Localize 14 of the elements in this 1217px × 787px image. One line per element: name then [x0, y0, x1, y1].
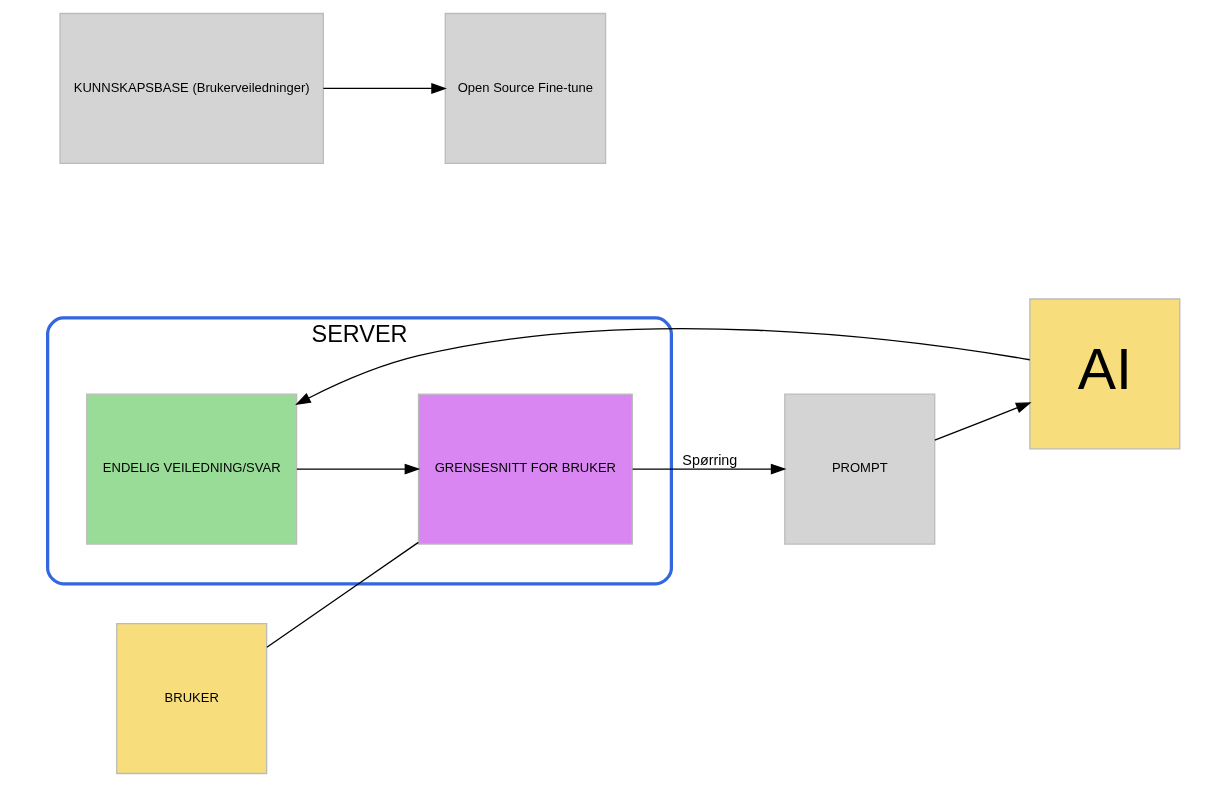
node-box: PROMPT [784, 393, 936, 545]
arrow [322, 83, 447, 94]
connector [266, 541, 420, 648]
node-box: GRENSESNITT FOR BRUKER [417, 393, 633, 545]
edge-label: Spørring [682, 451, 738, 468]
arrow [631, 463, 787, 475]
arrow [295, 328, 1031, 406]
node-box: AI [1029, 298, 1181, 450]
arrow [934, 402, 1032, 441]
node-box: Open Source Fine-tune [444, 12, 607, 165]
node-box: KUNNSKAPSBASE (Brukerveiledninger) [59, 12, 324, 165]
node-box: ENDELIG VEILEDNING/SVAR [86, 393, 298, 545]
arrow [296, 463, 421, 475]
node-box: BRUKER [116, 622, 268, 775]
